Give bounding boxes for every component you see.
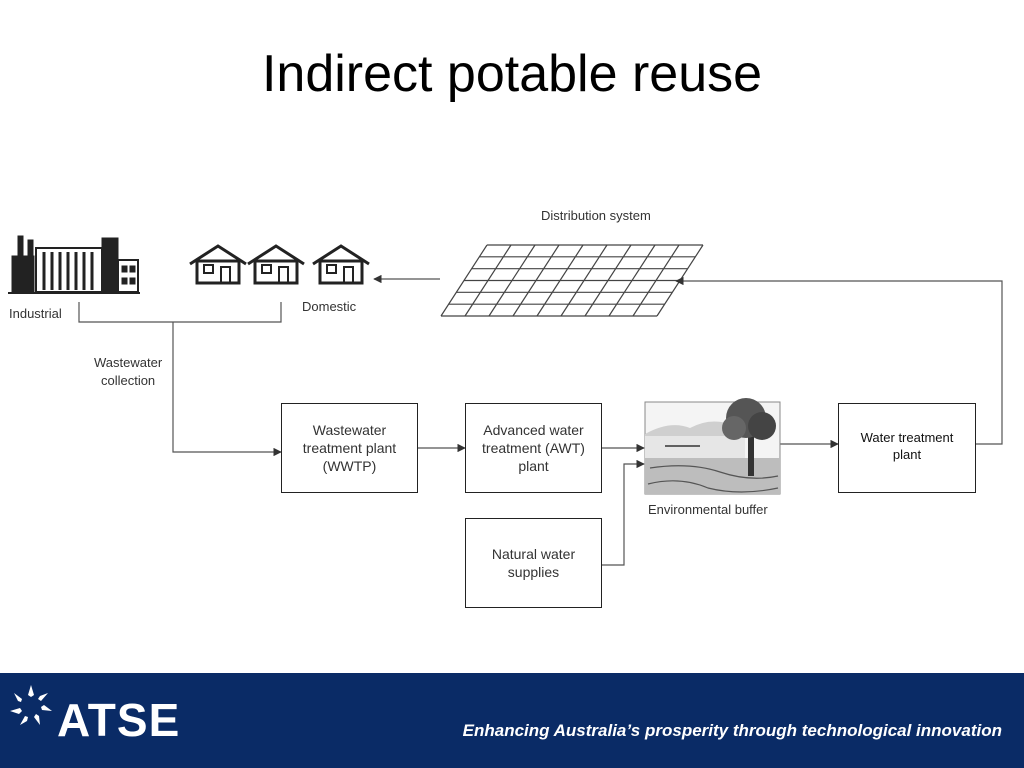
industrial-label: Industrial bbox=[9, 306, 62, 321]
houses-icon bbox=[189, 244, 370, 285]
natural-water-box: Natural water supplies bbox=[465, 518, 602, 608]
factory-icon bbox=[8, 235, 140, 294]
atse-star-icon bbox=[10, 685, 52, 725]
diagram-lines bbox=[8, 235, 1003, 566]
footer-tagline: Enhancing Australia’s prosperity through… bbox=[462, 721, 1002, 740]
environmental-buffer-image bbox=[644, 398, 781, 495]
awt-box: Advanced water treatment (AWT) plant bbox=[465, 403, 602, 493]
wastewater-collection-label: Wastewater collection bbox=[94, 355, 163, 388]
distribution-grid bbox=[440, 244, 704, 317]
footer-banner: ATSE Enhancing Australia’s prosperity th… bbox=[0, 673, 1024, 768]
environmental-buffer-label: Environmental buffer bbox=[648, 502, 768, 517]
distribution-system-label: Distribution system bbox=[541, 208, 651, 223]
domestic-label: Domestic bbox=[302, 299, 357, 314]
wwtp-box: Wastewater treatment plant (WWTP) bbox=[281, 403, 418, 493]
diagram: Distribution system Industrial Domestic … bbox=[0, 196, 1024, 636]
slide-title: Indirect potable reuse bbox=[261, 45, 763, 103]
water-treatment-plant-box: Water treatment plant bbox=[838, 403, 976, 493]
atse-logo-text: ATSE bbox=[57, 694, 181, 746]
